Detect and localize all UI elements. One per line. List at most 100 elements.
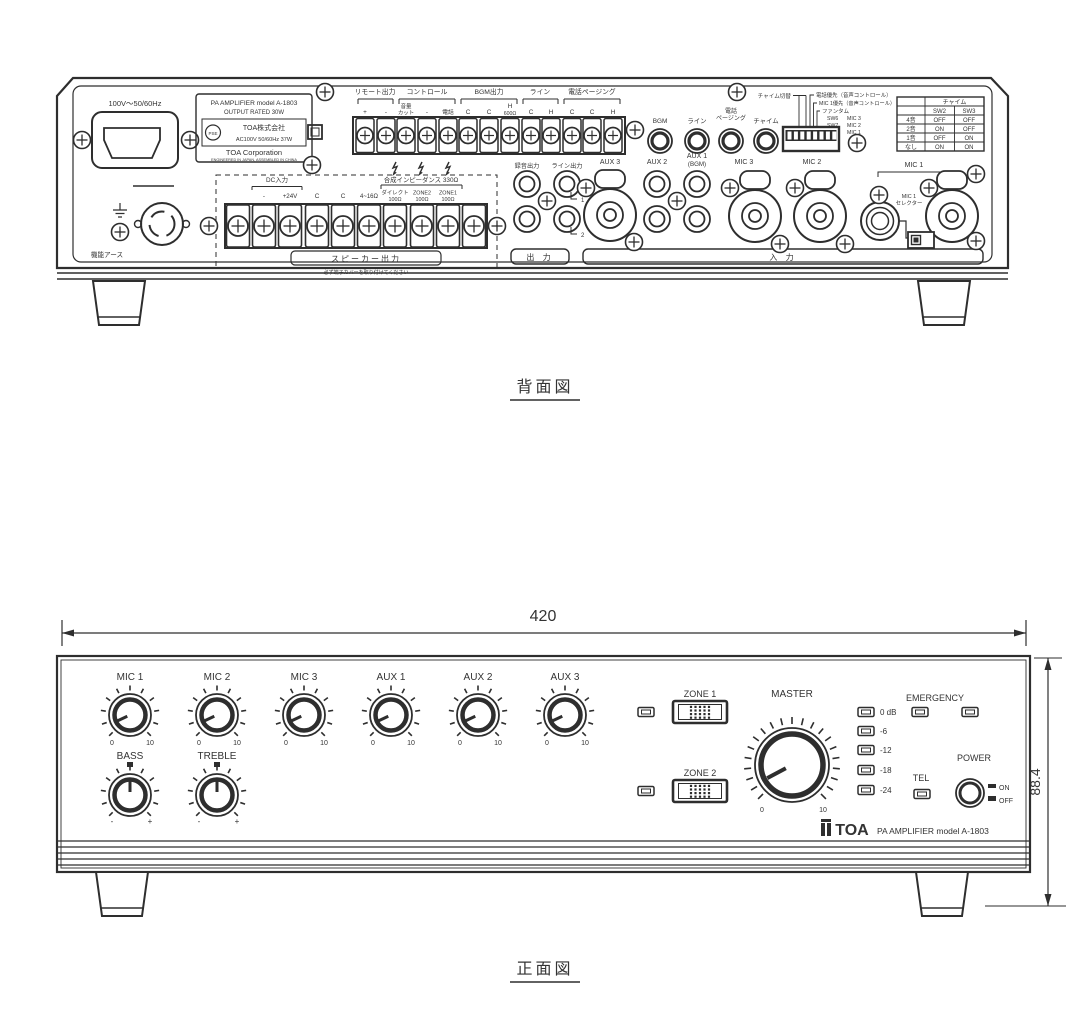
rca-jack-icon <box>683 205 711 233</box>
knob-label: MIC 1 <box>117 672 144 683</box>
width-dimension: 420 <box>61 608 1027 646</box>
bass-label: BASS <box>117 751 144 762</box>
screw-icon <box>835 234 855 254</box>
meter-label: -24 <box>880 786 892 795</box>
screw-icon <box>199 216 219 236</box>
lightning-icon <box>417 161 424 177</box>
rca-jack-icon <box>553 205 581 233</box>
screw-icon <box>966 231 986 251</box>
lightning-icon <box>444 161 451 177</box>
aux3-label: AUX 3 <box>600 159 620 166</box>
scale-min: 0 <box>371 740 375 747</box>
height-value: 88.4 <box>1027 768 1043 795</box>
screw-icon <box>785 178 805 198</box>
nameplate-corp: TOA Corporation <box>226 148 282 157</box>
scale-max: 10 <box>146 740 154 747</box>
screw-icon <box>302 155 322 175</box>
xlr-jack-icon <box>583 169 637 242</box>
terminal-label: 100Ω <box>415 197 428 203</box>
screw-icon <box>315 82 335 102</box>
dip-phantom-label: ファンタム <box>822 107 850 115</box>
lightning-icon <box>391 161 398 177</box>
screw-icon <box>727 82 747 102</box>
terminal-label: H <box>508 103 513 110</box>
ground-screw-icon <box>110 222 130 242</box>
group-label: コントロール <box>407 88 448 96</box>
screw-icon <box>537 191 557 211</box>
dip-sw8-value: MIC 1 <box>847 130 861 136</box>
zone2-button <box>671 778 729 804</box>
group-label: 電話ページング <box>568 87 616 96</box>
table-cell: ON <box>965 145 974 151</box>
screw-icon <box>847 133 867 153</box>
knob-label: AUX 1 <box>377 672 406 683</box>
meter-led-icon <box>857 706 875 718</box>
screw-icon <box>487 216 507 236</box>
trimmer-icon <box>752 127 780 155</box>
terminal-label: +24V <box>283 193 298 200</box>
tel-trim-label2: ページング <box>716 114 746 122</box>
indicator-area: 0 dB -6 -12 -18 -24 EMERGENCY TEL POWER … <box>857 693 1013 808</box>
tone-max: + <box>148 817 153 826</box>
table-cell: ON <box>935 145 944 151</box>
terminal-label: H <box>549 109 554 116</box>
meter-led-icon <box>857 744 875 756</box>
rear-chassis <box>55 76 1010 326</box>
terminal-label: C <box>529 109 534 116</box>
speaker-terminal-strip: 合成インピーダンス 330Ω DC入力 - +24V C C 4~16Ω ダイレ… <box>199 161 507 276</box>
table-cell: なし <box>905 144 917 151</box>
knob-label: AUX 2 <box>464 672 493 683</box>
terminal-label: ZONE2 <box>413 191 431 197</box>
terminal-label: H <box>611 109 616 116</box>
power-button <box>955 778 985 808</box>
terminal-label: C <box>570 109 575 116</box>
group-label: BGM出力 <box>474 87 503 96</box>
meter-label: 0 dB <box>880 708 896 717</box>
rear-view-caption: 背面図 <box>516 378 573 396</box>
terminal-label: - <box>426 109 428 116</box>
ground-label: 機能アース <box>91 250 123 259</box>
aux3-knob <box>536 686 594 737</box>
trimmer-icon <box>683 127 711 155</box>
brand-strip: TOA PA AMPLIFIER model A-1803 <box>821 819 989 839</box>
treble-label: TREBLE <box>198 751 237 762</box>
screw-icon <box>667 191 687 211</box>
table-cell: 1音 <box>906 134 915 142</box>
jack-number: 1 <box>581 198 585 204</box>
zone2-label: ZONE 2 <box>684 768 717 778</box>
mic3-knob <box>275 686 333 737</box>
meter-label: -6 <box>880 727 888 736</box>
terminal-label: C <box>487 109 492 116</box>
terminal-label: C <box>466 109 471 116</box>
scale-min: 0 <box>545 740 549 747</box>
scale-min: 0 <box>760 807 764 814</box>
front-right-foot <box>915 871 969 917</box>
screw-icon <box>919 178 939 198</box>
terminal-label: カット <box>398 110 414 117</box>
mic1-selector-label: MIC 1 <box>902 194 916 200</box>
mic2-knob <box>188 686 246 737</box>
table-cell: OFF <box>934 118 946 124</box>
brand-model-text: PA AMPLIFIER model A-1803 <box>877 826 989 836</box>
terminal-label: - <box>263 193 265 200</box>
dip-chime-label: チャイム切替 <box>758 92 792 100</box>
front-view: 420 MIC 1 0 10 <box>55 608 1066 983</box>
input-zone-label: 入 力 <box>769 252 796 262</box>
screw-icon <box>770 234 790 254</box>
earth-symbol-icon <box>113 203 127 218</box>
speaker-out-label: スピーカー出力 <box>331 254 401 264</box>
aux2-knob <box>449 686 507 737</box>
zone1-led-icon <box>637 706 655 718</box>
scale-min: 0 <box>197 740 201 747</box>
zone1-button <box>671 699 729 725</box>
table-cell: ON <box>935 127 944 133</box>
power-on-mark <box>988 784 996 788</box>
zone-controls: ZONE 1 ZONE 2 <box>637 689 729 804</box>
scale-min: 0 <box>458 740 462 747</box>
rca-jack-icon <box>553 170 581 198</box>
power-off-label: OFF <box>999 798 1013 805</box>
terminal-label: 音量 <box>401 102 412 110</box>
master-label: MASTER <box>771 689 813 700</box>
scale-max: 10 <box>494 740 502 747</box>
